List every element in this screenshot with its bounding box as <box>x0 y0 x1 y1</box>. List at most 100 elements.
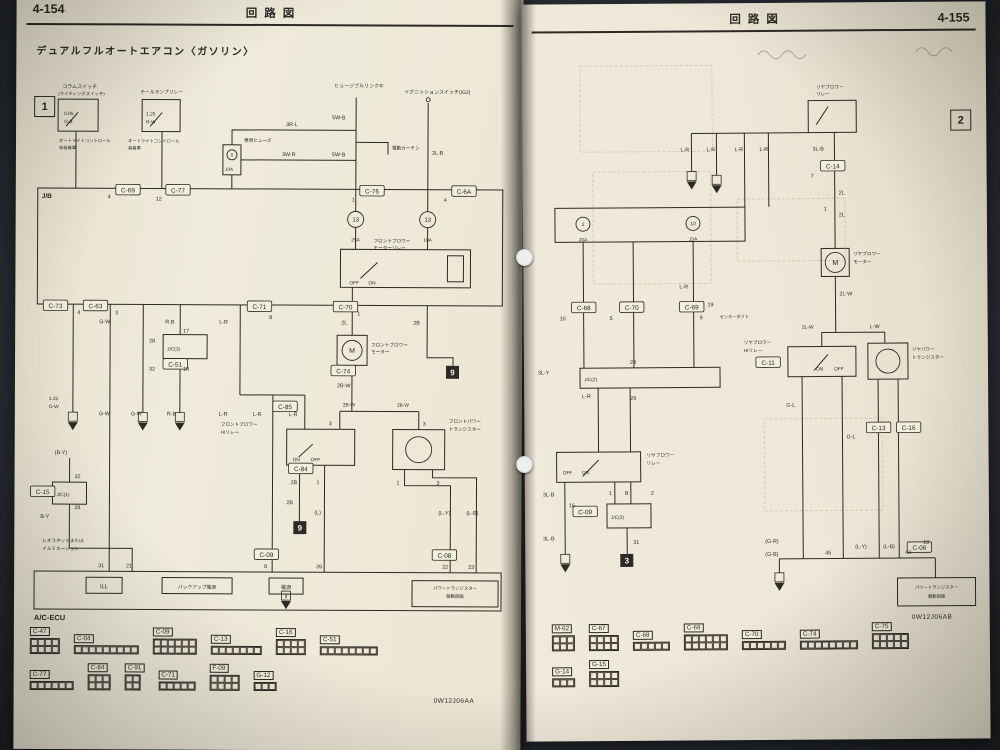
diagram-label: 1 <box>824 207 827 213</box>
connector-pin <box>597 672 605 680</box>
component-box <box>336 334 368 366</box>
wire <box>841 376 844 559</box>
connector-tag <box>679 300 705 313</box>
connector-pin <box>560 679 568 687</box>
connector-pinout: C-16 <box>275 628 306 656</box>
connector-pin <box>777 641 785 649</box>
connector-pinout: C-09 <box>152 627 197 655</box>
connector-pin <box>800 641 808 649</box>
component-box <box>141 98 181 133</box>
diagram-label: 2B-W <box>343 402 355 408</box>
connector-glyph <box>29 680 74 691</box>
connector-pinout: C-75 <box>871 622 909 650</box>
diagram-label: ILL <box>100 584 109 590</box>
connector-tag-label: C-76 <box>365 188 379 195</box>
connector-pin <box>225 646 233 654</box>
connector-tag-label: C-74 <box>336 368 350 375</box>
connector-tag <box>431 549 458 561</box>
reference-mark <box>293 521 307 535</box>
connector-tag <box>330 364 356 377</box>
diagram-label: トランジスター <box>449 426 482 433</box>
connector-pinout: C-74 <box>799 629 858 650</box>
connector-pin <box>88 675 96 683</box>
connector-pin <box>712 642 720 650</box>
connector-pin <box>283 640 291 648</box>
bleedthrough-shape <box>579 64 713 153</box>
header-rule <box>531 28 976 34</box>
reference-mark-label: 9 <box>298 524 303 533</box>
diagram-label: 2L <box>839 190 845 196</box>
connector-pin <box>879 634 887 642</box>
connector-pinout: G-12 <box>253 670 277 692</box>
diagram-marker: 2 <box>950 109 972 131</box>
diagram-label: 15A <box>689 236 698 241</box>
connector-pin <box>807 641 815 649</box>
diagram-label: L-R <box>759 147 768 153</box>
connector-pin <box>51 646 59 654</box>
connector-label: C-75 <box>871 622 892 632</box>
diagram-label: 31 <box>633 540 639 546</box>
bleedthrough-shape <box>592 170 712 285</box>
component-circle <box>875 348 901 374</box>
connector-pin <box>684 635 692 643</box>
connector-pin <box>153 639 161 647</box>
connector-pin <box>814 641 822 649</box>
reference-mark-label: 9 <box>450 368 455 377</box>
diagram-label: ON <box>293 457 301 463</box>
connector-pin <box>231 682 239 690</box>
connector-pin <box>879 641 887 649</box>
connector-tag-label: C-08 <box>437 553 451 560</box>
diagram-label: コラムスイッチ <box>62 84 97 90</box>
connector-pin <box>44 682 52 690</box>
connector-pinout: C-69 <box>683 623 728 651</box>
diagram-label: 装着車 <box>128 144 142 151</box>
circle-label: M <box>832 260 838 267</box>
connector-pin <box>611 678 619 687</box>
connector-pin <box>166 682 174 690</box>
connector-pin <box>719 642 727 650</box>
connector-tag-label: C-69 <box>121 187 135 194</box>
connector-pin <box>125 675 133 683</box>
ground-icon <box>67 422 78 431</box>
connector-pin <box>167 639 175 647</box>
diagram-label: 2B-W <box>337 383 351 389</box>
connector-glyph <box>275 639 306 656</box>
component-circle <box>824 251 846 273</box>
connector-tag-label: C-73 <box>49 303 63 310</box>
connector-pin <box>95 682 103 690</box>
component-box <box>554 206 746 243</box>
ground-box <box>686 171 697 181</box>
diagram-label: 専用ヒューズ <box>244 137 272 144</box>
connector-tag-label: C-13 <box>872 425 886 432</box>
diagram-label: リレー <box>816 91 830 96</box>
diagram-label: R-B <box>165 320 175 326</box>
diagram-label: 3L-B <box>543 492 555 498</box>
diagram-label: ヒュージブルリンク⑥ <box>334 82 384 89</box>
connector-label: F-09 <box>209 663 229 673</box>
connector-pinout: C-51 <box>319 635 378 656</box>
diagram-label: HIリレー <box>221 430 240 435</box>
ground-icon <box>711 185 722 194</box>
diagram-label: フロントパワー <box>449 419 482 424</box>
connector-pin <box>132 675 140 683</box>
connector-tag <box>755 356 781 368</box>
connector-pin <box>181 639 189 647</box>
connector-tag <box>865 421 892 434</box>
connector-tag <box>115 183 141 196</box>
connector-tag-label: C-09 <box>578 509 592 516</box>
ground-icon <box>281 601 292 610</box>
diagram-label: 3L-B <box>543 536 555 542</box>
diagram-label: 2 <box>651 491 654 497</box>
connector-pin <box>770 641 778 649</box>
connector-pin <box>125 682 133 690</box>
diagram-label: リヤブロワー <box>647 452 675 458</box>
connector-pin <box>596 636 604 644</box>
connector-pin <box>37 645 45 654</box>
connector-pin <box>610 635 618 644</box>
component-box <box>286 428 356 466</box>
diagram-label: ON <box>582 470 590 476</box>
connector-pin <box>95 646 103 654</box>
diagram-label: J/C(2) <box>584 377 598 383</box>
diagram-title: デュアルフルオートエアコン〈ガソリン〉 <box>36 45 255 58</box>
connector-glyph <box>319 646 378 656</box>
